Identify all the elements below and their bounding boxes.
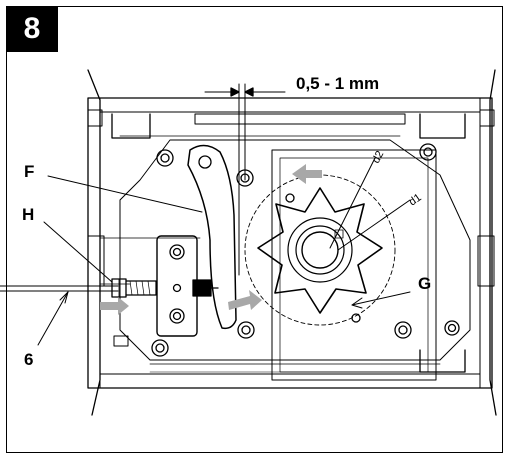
label-F: F bbox=[24, 162, 35, 181]
gap-dimension-label: 0,5 - 1 mm bbox=[296, 74, 380, 93]
leader-d1 bbox=[337, 199, 411, 251]
gear-reference-circle bbox=[244, 174, 396, 326]
threaded-screw bbox=[125, 280, 157, 296]
housing-left-edge bbox=[87, 69, 101, 416]
clip-top-right bbox=[419, 113, 466, 139]
top-rail bbox=[194, 113, 406, 125]
gear-plate bbox=[271, 149, 437, 381]
leader-H bbox=[43, 221, 113, 283]
label-H: H bbox=[22, 205, 35, 224]
housing-outer bbox=[87, 97, 493, 389]
star-gear bbox=[257, 187, 383, 314]
label-d1: d1 bbox=[407, 192, 424, 209]
figure-number-badge: 8 bbox=[6, 6, 58, 52]
clip-top-left bbox=[111, 113, 151, 139]
adjustment-block bbox=[156, 235, 198, 337]
arrow-screw bbox=[100, 297, 129, 315]
clip-bottom-right bbox=[419, 349, 466, 373]
leader-G bbox=[351, 291, 411, 306]
leader-F bbox=[47, 175, 203, 213]
arrow-rotation bbox=[292, 164, 322, 184]
housing-right-edge bbox=[489, 69, 497, 416]
leader-d2 bbox=[329, 157, 376, 249]
screw-tip bbox=[192, 279, 212, 297]
figure-frame bbox=[6, 6, 503, 453]
label-d2: d2 bbox=[370, 149, 386, 165]
lever-arm bbox=[187, 144, 237, 330]
label-G: G bbox=[418, 274, 432, 293]
leader-6 bbox=[37, 291, 69, 346]
label-6: 6 bbox=[24, 350, 34, 369]
arrow-lever bbox=[228, 290, 262, 310]
